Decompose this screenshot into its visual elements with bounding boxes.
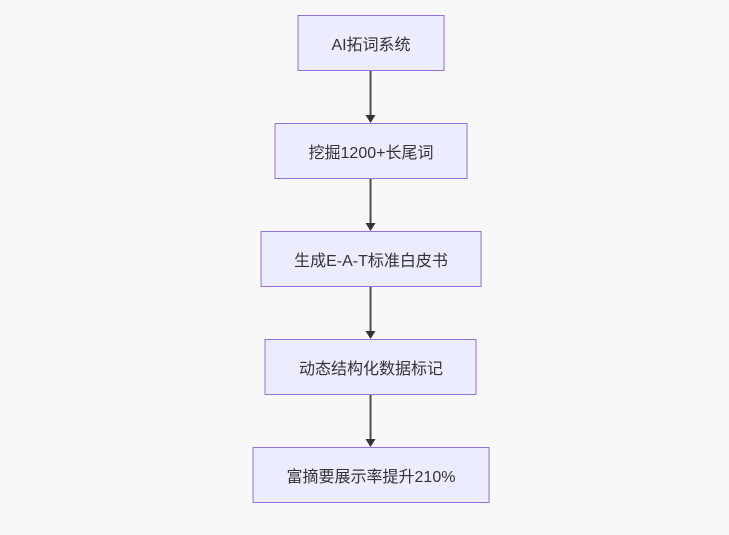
arrowhead-down-icon [366, 331, 376, 339]
flow-node-eat-whitepaper: 生成E-A-T标准白皮书 [260, 231, 482, 287]
flow-node-label: 富摘要展示率提升210% [286, 469, 456, 486]
flow-node-rich-snippet-uplift: 富摘要展示率提升210% [252, 447, 490, 503]
arrowhead-down-icon [366, 439, 376, 447]
arrow-shaft [370, 287, 372, 331]
arrow-shaft [370, 395, 372, 439]
flow-node-longtail-mining: 挖掘1200+长尾词 [274, 123, 468, 179]
flow-node-label: AI拓词系统 [331, 37, 411, 54]
flow-node-structured-data-markup: 动态结构化数据标记 [264, 339, 477, 395]
arrow-shaft [370, 179, 372, 223]
flow-arrow-2 [366, 179, 376, 231]
flow-node-label: 动态结构化数据标记 [298, 361, 443, 378]
arrowhead-down-icon [366, 223, 376, 231]
flowchart: AI拓词系统 挖掘1200+长尾词 生成E-A-T标准白皮书 动态结构化数据标记 [252, 15, 490, 503]
flow-node-label: 挖掘1200+长尾词 [308, 145, 434, 162]
flow-arrow-3 [366, 287, 376, 339]
arrowhead-down-icon [366, 115, 376, 123]
flow-arrow-4 [366, 395, 376, 447]
flow-arrow-1 [366, 71, 376, 123]
arrow-shaft [370, 71, 372, 115]
flow-node-label: 生成E-A-T标准白皮书 [294, 253, 448, 270]
flow-node-ai-keyword-system: AI拓词系统 [297, 15, 445, 71]
